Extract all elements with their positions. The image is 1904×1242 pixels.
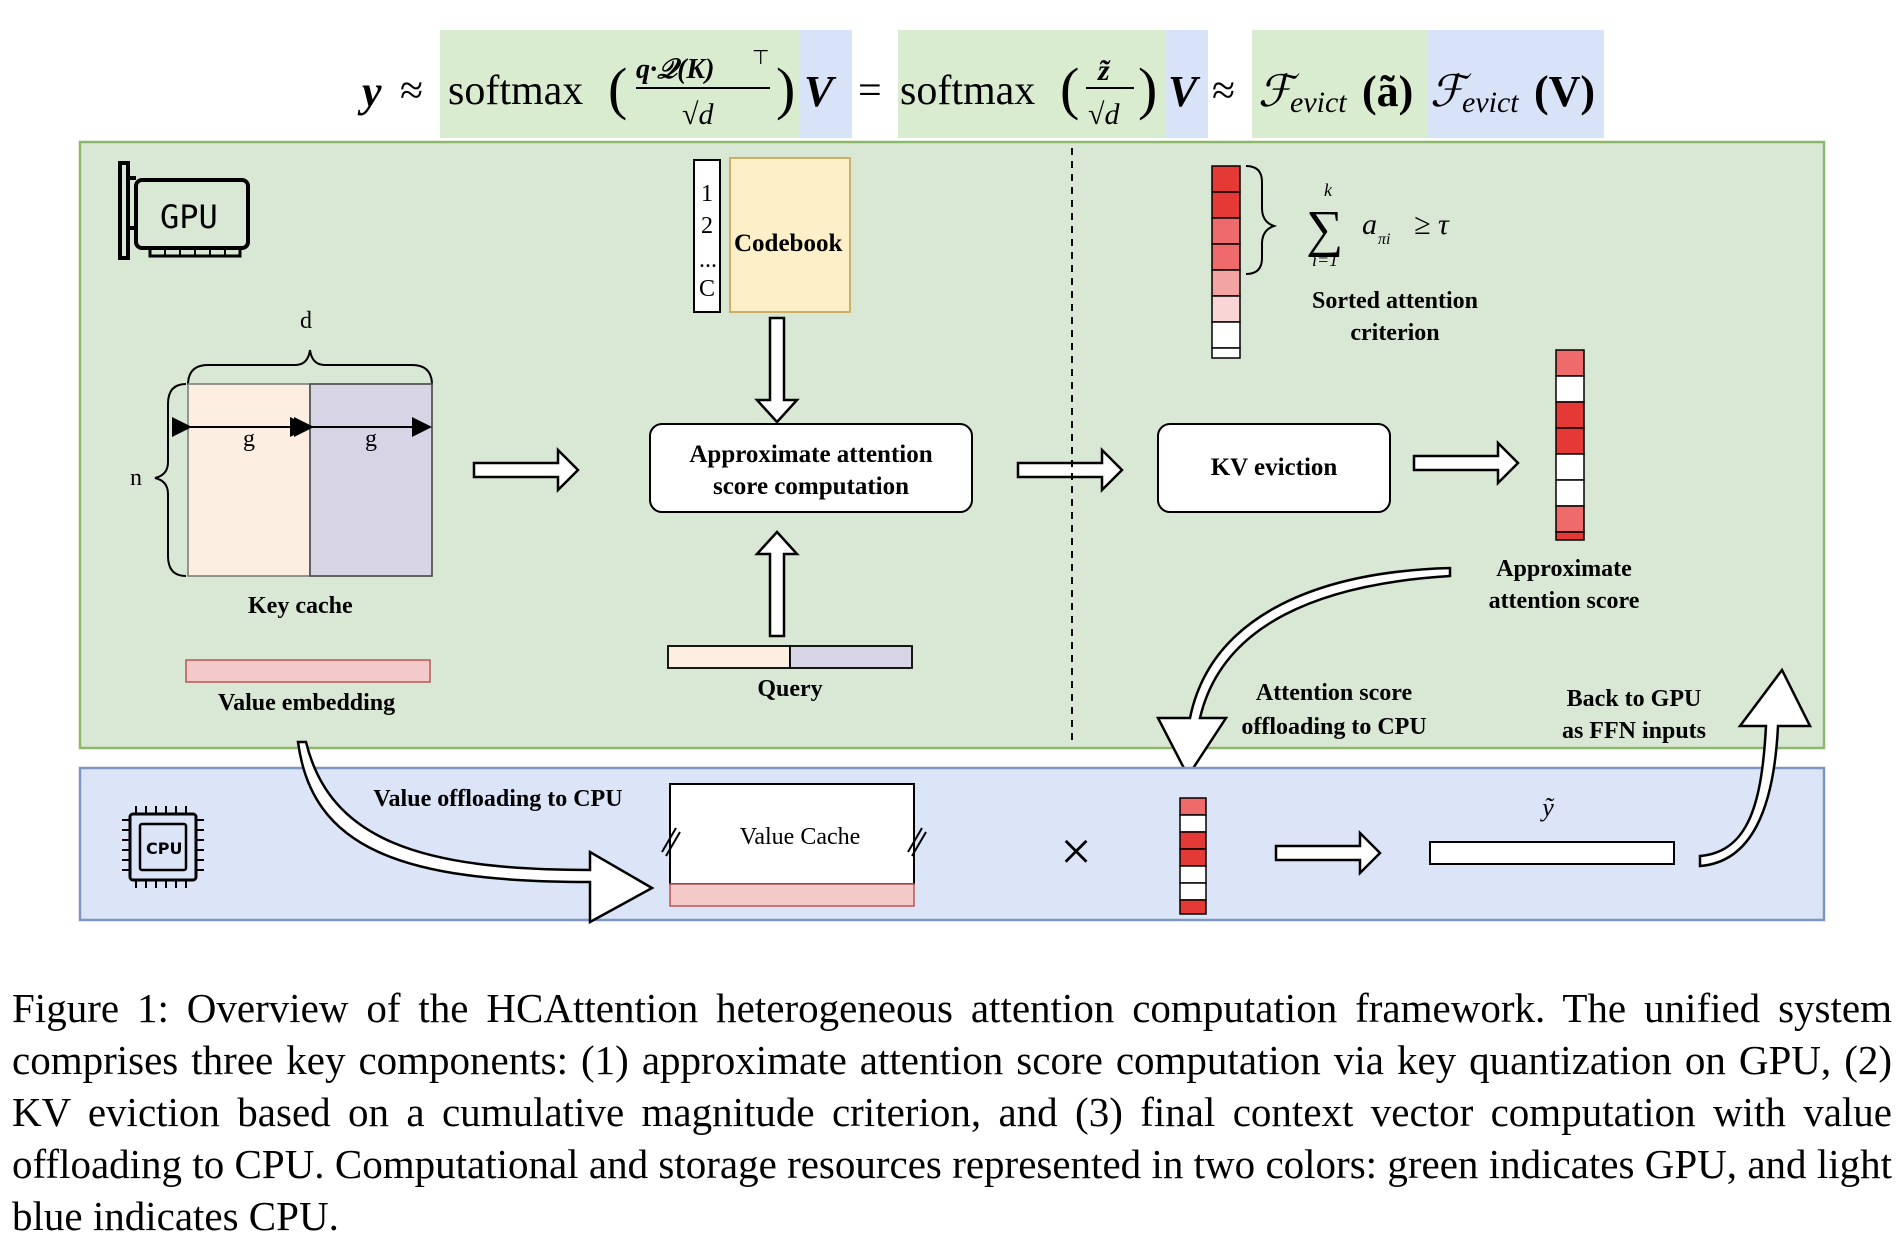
criterion-sum-bottom: i=1	[1312, 250, 1338, 270]
value-offload-label: Value offloading to CPU	[373, 786, 622, 812]
formula-numerator: q·𝒬(K)	[636, 54, 714, 85]
arrow-query-to-approx	[754, 530, 800, 638]
codebook-index-2: 2	[701, 213, 713, 239]
approx-attention-line1: Approximate attention	[689, 441, 932, 468]
approx-attention-box	[649, 423, 973, 513]
formula-v-2: V	[1168, 67, 1201, 116]
formula-green-bg-2	[898, 30, 1166, 138]
y-tilde-bar	[1429, 841, 1675, 865]
query-label: Query	[757, 676, 822, 702]
formula-a-tilde: (ã)	[1362, 67, 1413, 116]
gpu-icon-label: GPU	[160, 198, 218, 236]
formula-v-1: V	[804, 67, 837, 116]
key-cache-dim-g2: g	[365, 426, 377, 452]
formula-blue-bg-1	[800, 30, 852, 138]
arrow-keycache-to-approx	[472, 446, 580, 494]
approx-attention-line2: score computation	[713, 473, 909, 500]
formula-f-evict-v: (V)	[1534, 67, 1595, 116]
key-cache-block-2	[309, 383, 433, 577]
value-cache-break-right	[907, 827, 927, 857]
formula-sqrt-d-1: √d	[682, 98, 714, 131]
arrow-back-to-gpu	[1698, 667, 1813, 868]
query-block-2	[789, 645, 913, 669]
value-embedding-label: Value embedding	[218, 690, 395, 716]
criterion-sum-top: k	[1324, 180, 1333, 200]
codebook-block	[729, 157, 851, 313]
framework-diagram: y ≈ softmax ( q·𝒬(K) ⊤ √d ) V = softmax …	[78, 30, 1826, 925]
approx-score-column	[1555, 349, 1585, 541]
codebook-label: Codebook	[734, 230, 842, 257]
kv-eviction-box	[1157, 423, 1391, 513]
formula-sqrt-d-2: √d	[1088, 98, 1120, 131]
key-cache: d n g g Key cache	[130, 308, 433, 619]
figure-caption: Figure 1: Overview of the HCAttention he…	[12, 985, 1892, 1239]
formula-paren-close-1: )	[776, 56, 795, 121]
arrow-codebook-to-approx	[754, 316, 800, 424]
key-cache-left-brace	[154, 383, 187, 577]
formula-softmax-2: softmax	[900, 68, 1035, 114]
approx-score-label-line1: Approximate	[1496, 556, 1632, 582]
arrow-score-offload	[1155, 566, 1452, 779]
back-to-gpu-line2: as FFN inputs	[1562, 718, 1706, 744]
cpu-icon: CPU	[122, 806, 204, 888]
formula-z-tilde: z̃	[1097, 54, 1111, 87]
formula-paren-open-1: (	[608, 56, 627, 121]
criterion-formula: k ∑ i=1 a πi ≥ τ	[1306, 180, 1450, 270]
arrow-score-to-output	[1274, 829, 1382, 877]
codebook-index-ellipsis: ...	[699, 247, 717, 273]
codebook-index-column	[693, 159, 721, 313]
offloaded-score-column	[1179, 797, 1207, 915]
sorted-attention-brace	[1245, 165, 1278, 275]
sorted-attention-column	[1211, 165, 1241, 359]
criterion-label-line1: Sorted attention	[1312, 288, 1478, 314]
multiply-symbol: ×	[1060, 821, 1092, 883]
key-cache-dim-n: n	[130, 465, 142, 491]
formula-transpose: ⊤	[752, 47, 769, 69]
value-cache-label: Value Cache	[740, 824, 861, 850]
formula-green-bg-3	[1252, 30, 1428, 138]
key-cache-label: Key cache	[248, 593, 353, 619]
value-cache-row	[669, 883, 915, 907]
formula-approx-2: ≈	[1212, 68, 1235, 114]
kv-eviction-label: KV eviction	[1211, 454, 1338, 481]
approx-score-label-line2: attention score	[1489, 588, 1640, 614]
offload-score-label-line1: Attention score	[1256, 680, 1413, 706]
formula-green-bg-1	[440, 30, 800, 138]
codebook-index-c: C	[699, 276, 715, 302]
codebook-index-1: 1	[701, 181, 713, 207]
key-cache-top-brace	[187, 349, 433, 386]
criterion-label-line2: criterion	[1350, 320, 1439, 346]
criterion-sum-symbol: ∑	[1306, 201, 1343, 258]
back-to-gpu-line1: Back to GPU	[1567, 686, 1702, 712]
criterion-term-sub: πi	[1378, 231, 1390, 248]
arrow-eviction-to-score	[1412, 439, 1520, 487]
arrow-value-offload	[296, 740, 655, 925]
y-tilde-label: ỹ	[1539, 793, 1555, 822]
formula-blue-bg-2	[1166, 30, 1208, 138]
key-cache-dim-d: d	[300, 308, 312, 334]
value-cache-box	[669, 783, 915, 885]
offload-score-label-line2: offloading to CPU	[1241, 714, 1426, 740]
cpu-icon-label: CPU	[146, 839, 182, 858]
formula-approx-1: ≈	[400, 68, 423, 114]
formula-paren-close-2: )	[1138, 56, 1157, 121]
formula-eq: =	[858, 68, 882, 114]
formula-paren-open-2: (	[1060, 56, 1079, 121]
formula-evict-sub-2: evict	[1462, 86, 1519, 119]
value-cache-break-left	[661, 827, 681, 857]
value-embedding-bar	[185, 659, 431, 683]
formula-y: y	[357, 67, 382, 116]
formula-evict-sub-1: evict	[1290, 86, 1347, 119]
arrow-approx-to-eviction	[1016, 446, 1124, 494]
formula-blue-bg-3	[1428, 30, 1604, 138]
codebook: 1 2 ... C Codebook	[693, 157, 851, 313]
formula: y ≈ softmax ( q·𝒬(K) ⊤ √d ) V = softmax …	[357, 30, 1604, 138]
key-cache-dim-g1: g	[243, 426, 255, 452]
criterion-term: a	[1362, 208, 1377, 241]
formula-softmax-1: softmax	[448, 68, 583, 114]
criterion-relation: ≥ τ	[1414, 208, 1450, 241]
gpu-icon: GPU	[118, 161, 250, 260]
key-cache-block-1	[187, 383, 311, 577]
query-block-1	[667, 645, 791, 669]
